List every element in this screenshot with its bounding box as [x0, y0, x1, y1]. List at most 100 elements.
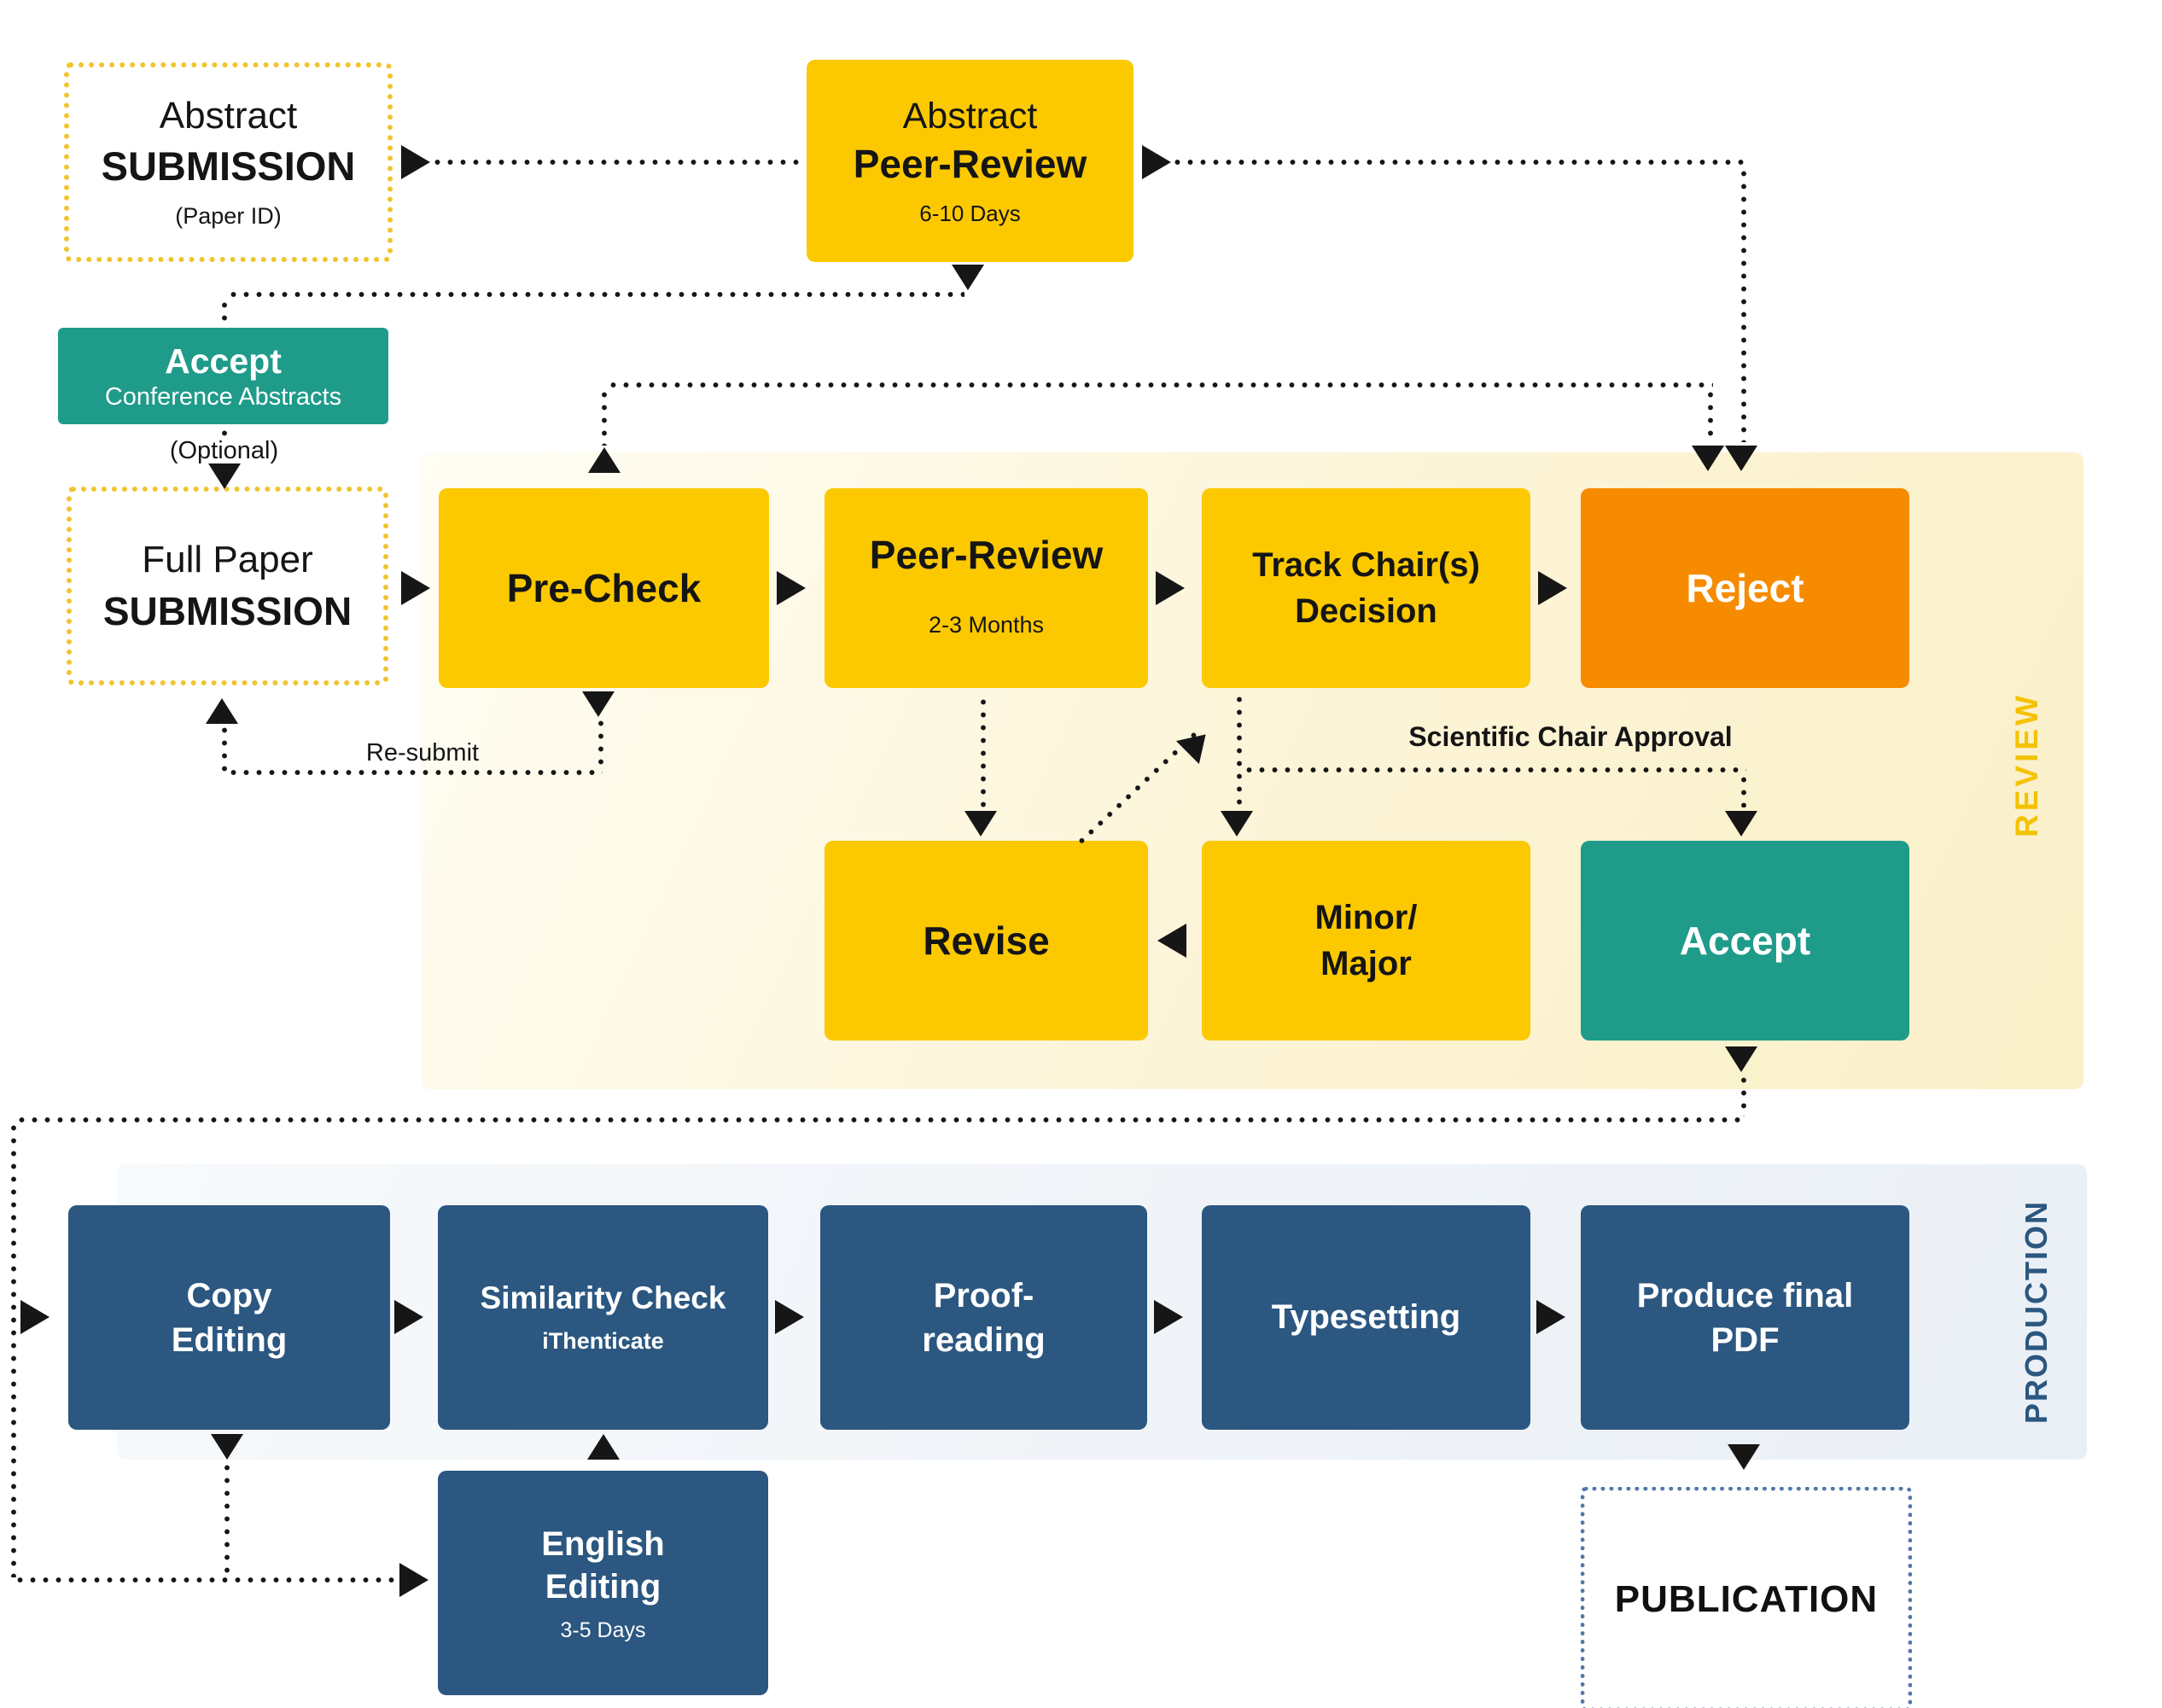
connector-accept-down-vertical: [1741, 1074, 1746, 1116]
node-title: reading: [922, 1320, 1046, 1359]
arrow-down-icon: [582, 691, 615, 717]
node-revise: Revise: [825, 841, 1148, 1041]
node-title: Editing: [171, 1320, 288, 1359]
arrow-down-icon: [211, 1434, 243, 1460]
arrow-right-icon: [1154, 1300, 1183, 1334]
node-title: Peer-Review: [853, 141, 1087, 186]
node-title: Abstract: [902, 95, 1038, 137]
connector-pre-check-to-reject: [607, 382, 1713, 388]
arrow-up-icon: [588, 447, 621, 473]
arrow-right-icon: [399, 1563, 428, 1597]
node-minor-major: Minor/ Major: [1202, 841, 1530, 1041]
production-section-label: PRODUCTION: [2019, 1200, 2054, 1425]
node-note: (Paper ID): [175, 203, 282, 229]
connector-abstract-peer-review-to-reject-vertical: [1741, 167, 1746, 442]
node-copy-editing: Copy Editing: [68, 1205, 390, 1430]
connector-accept-to-production-horizontal: [15, 1117, 1746, 1122]
arrow-right-icon: [20, 1300, 50, 1334]
node-note: 6-10 Days: [919, 200, 1021, 226]
arrow-right-icon: [394, 1300, 423, 1334]
node-title: Editing: [545, 1568, 661, 1606]
node-full-paper-submission: Full Paper SUBMISSION: [67, 487, 388, 685]
node-english-editing: English Editing 3-5 Days: [438, 1471, 768, 1695]
connector-into-accept-abstracts: [222, 299, 227, 326]
optional-label: (Optional): [169, 437, 279, 464]
connector-abstract-submission-to-abstract-peer-review: [431, 160, 803, 165]
node-publication: PUBLICATION: [1581, 1487, 1912, 1708]
node-typesetting: Typesetting: [1202, 1205, 1530, 1430]
node-track-chair-decision: Track Chair(s) Decision: [1202, 488, 1530, 688]
node-title: SUBMISSION: [101, 143, 356, 189]
arrow-down-icon: [208, 463, 241, 489]
node-accept-conference-abstracts: Accept Conference Abstracts: [58, 328, 388, 424]
node-abstract-peer-review: Abstract Peer-Review 6-10 Days: [807, 60, 1133, 262]
arrow-down-icon: [1221, 811, 1253, 837]
arrow-right-icon: [1156, 571, 1185, 605]
connector-left-edge-vertical: [11, 1122, 16, 1577]
node-accept-review: Accept: [1581, 841, 1909, 1041]
arrow-right-icon: [777, 571, 806, 605]
node-title: Reject: [1686, 566, 1804, 610]
connector-abstract-peer-review-to-reject: [1171, 160, 1746, 165]
arrow-right-icon: [401, 145, 430, 179]
connector-resubmit-horizontal: [227, 770, 603, 775]
arrow-down-icon: [1692, 446, 1724, 471]
arrow-down-icon: [1725, 811, 1757, 837]
node-title: Full Paper: [142, 538, 313, 580]
connector-pre-check-up-vertical: [602, 388, 607, 446]
arrow-down-icon: [964, 811, 997, 837]
node-note: 3-5 Days: [560, 1618, 646, 1642]
arrow-down-icon: [1725, 1046, 1757, 1072]
connector-accept-abstracts-to-optional: [222, 427, 227, 439]
connector-pre-check-resubmit-vertical: [598, 717, 603, 772]
node-title: SUBMISSION: [102, 588, 353, 633]
node-title: Typesetting: [1271, 1298, 1461, 1336]
arrow-down-icon: [1725, 446, 1757, 471]
node-proof-reading: Proof- reading: [820, 1205, 1147, 1430]
node-similarity-check: Similarity Check iThenticate: [438, 1205, 768, 1430]
arrow-left-icon: [1157, 924, 1186, 958]
node-title: Decision: [1295, 592, 1437, 630]
connector-resubmit-to-full-paper: [222, 724, 227, 772]
arrow-right-icon: [401, 571, 430, 605]
connector-copy-editing-down-vertical: [224, 1461, 230, 1577]
arrow-right-icon: [1536, 1300, 1565, 1334]
review-section-label: REVIEW: [2009, 692, 2044, 837]
node-title: Minor/: [1314, 899, 1418, 936]
resubmit-label: Re-submit: [365, 739, 480, 767]
node-title: Accept: [1679, 918, 1811, 963]
arrow-down-icon: [1728, 1444, 1760, 1470]
node-title: Produce final: [1636, 1276, 1854, 1315]
node-title: Proof-: [933, 1276, 1034, 1315]
node-produce-final-pdf: Produce final PDF: [1581, 1205, 1909, 1430]
node-title: Major: [1320, 945, 1412, 982]
node-title: PUBLICATION: [1614, 1577, 1879, 1620]
node-note: iThenticate: [542, 1328, 664, 1354]
node-reject: Reject: [1581, 488, 1909, 688]
connector-pre-check-to-reject-vertical: [1708, 388, 1713, 442]
connector-peer-review-to-revise: [981, 696, 986, 809]
connector-track-chair-to-minor-major: [1237, 693, 1242, 807]
node-title: Similarity Check: [480, 1280, 726, 1315]
node-peer-review: Peer-Review 2-3 Months: [825, 488, 1148, 688]
connector-approval-to-accept-vertical: [1741, 773, 1746, 807]
node-title: Pre-Check: [506, 566, 702, 610]
scientific-chair-approval-label: Scientific Chair Approval: [1408, 721, 1733, 752]
connector-scientific-chair-approval-line: [1243, 767, 1746, 772]
node-pre-check: Pre-Check: [439, 488, 769, 688]
node-title: Peer-Review: [869, 532, 1104, 577]
node-note: 2-3 Months: [928, 611, 1045, 638]
arrow-up-icon: [206, 698, 238, 724]
node-title: English: [541, 1525, 665, 1563]
node-abstract-submission: Abstract SUBMISSION (Paper ID): [64, 62, 393, 262]
connector-abstract-peer-review-to-accept-abstracts: [227, 292, 964, 297]
node-title: Track Chair(s): [1252, 546, 1480, 584]
arrow-up-icon: [587, 1434, 620, 1460]
node-title: Accept: [165, 341, 282, 381]
node-subtitle: Conference Abstracts: [104, 382, 342, 411]
node-title: Revise: [923, 918, 1050, 963]
node-title: Copy: [186, 1276, 272, 1315]
node-title: Abstract: [159, 95, 298, 137]
arrow-right-icon: [1538, 571, 1567, 605]
